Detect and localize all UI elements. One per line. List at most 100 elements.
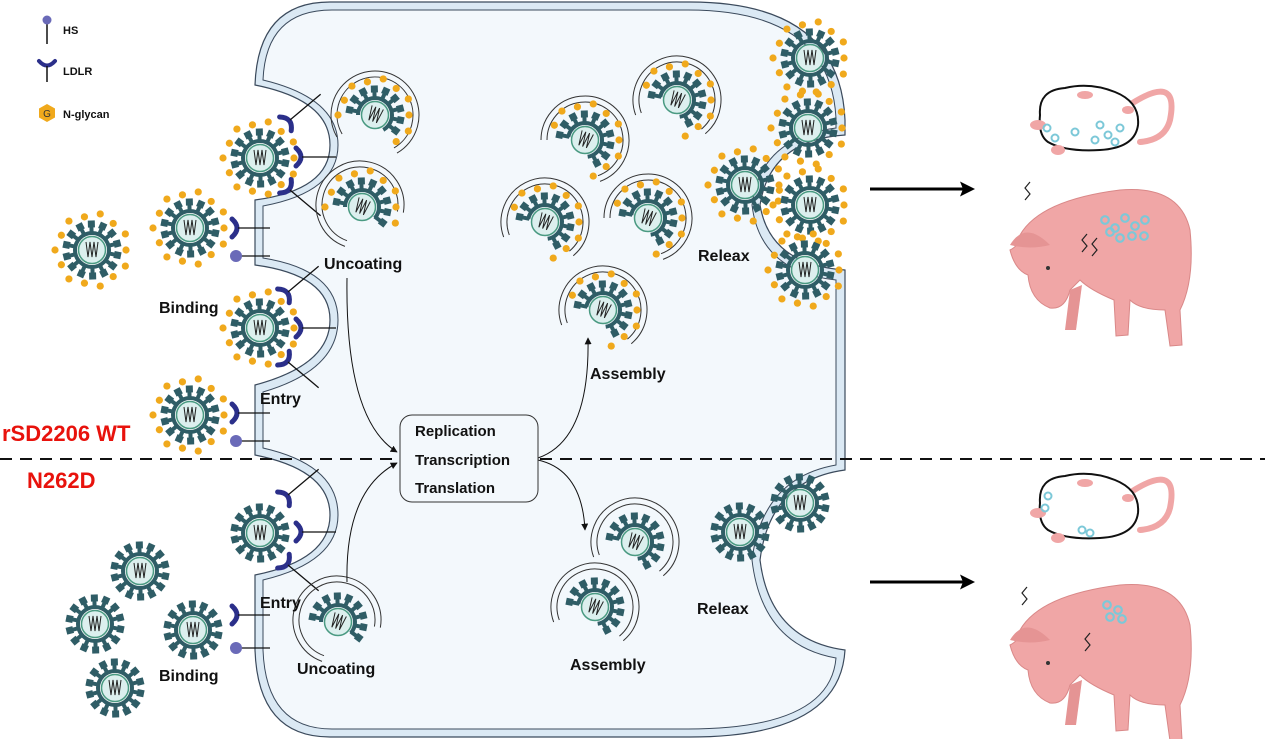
- cell-membrane-inner: [262, 9, 837, 730]
- n-glycan-icon: [51, 246, 59, 254]
- n-glycan-icon: G: [39, 104, 55, 122]
- endosome-wt-2: [315, 160, 405, 247]
- n-glycan-icon: [391, 219, 399, 227]
- n-glycan-icon: [632, 322, 640, 330]
- n-glycan-icon: [248, 291, 257, 299]
- n-glycan-icon: [793, 233, 802, 241]
- legend-label-n-glycan: N-glycan: [63, 109, 110, 121]
- lesion-icon: [1102, 600, 1112, 610]
- n-glycan-icon: [194, 260, 202, 268]
- n-glycan-icon: [783, 83, 791, 91]
- n-glycan-icon: [404, 127, 412, 135]
- n-glycan-icon: [809, 230, 817, 238]
- n-glycan-icon: [340, 96, 348, 104]
- n-glycan-icon: [533, 185, 542, 193]
- n-glycan-icon: [220, 224, 228, 232]
- n-glycan-icon: [155, 426, 163, 434]
- n-glycan-icon: [835, 266, 843, 274]
- n-glycan-icon: [614, 152, 622, 160]
- stage-uncoating-wt: Uncoating: [324, 256, 402, 273]
- n-glycan-icon: [774, 197, 782, 205]
- lesion-icon: [1070, 127, 1080, 137]
- n-glycan-icon: [289, 340, 297, 348]
- n-glycan-icon: [549, 182, 557, 190]
- n-glycan-icon: [568, 291, 576, 299]
- n-glycan-icon: [573, 103, 582, 111]
- n-glycan-icon: [770, 281, 778, 289]
- n-glycan-icon: [225, 169, 233, 177]
- lesion-icon: [1140, 215, 1150, 225]
- lesion-icon: [1103, 130, 1113, 140]
- arrow-uncoating-to-box-mutant: [346, 462, 398, 583]
- n-glycan-icon: [775, 216, 783, 224]
- lesion-icon: [1113, 605, 1123, 615]
- virion-mutant-assembly-2: [565, 577, 625, 635]
- n-glycan-icon: [65, 217, 73, 225]
- n-glycan-icon: [518, 189, 526, 197]
- n-glycan-icon: [348, 82, 356, 90]
- n-glycan-icon: [837, 108, 845, 116]
- n-glycan-icon: [793, 299, 802, 307]
- virion-wt-released-3: [704, 145, 783, 225]
- ldlr-mutant-entry-1: [275, 468, 320, 509]
- condition-label-mutant: N262D: [27, 468, 95, 493]
- n-glycan-icon: [350, 170, 359, 178]
- n-glycan-icon: [825, 97, 833, 106]
- n-glycan-icon: [773, 139, 781, 147]
- n-glycan-icon: [827, 80, 835, 89]
- arrow-box-to-assembly-wt: [537, 337, 592, 459]
- stage-assembly-mutant: Assembly: [570, 657, 646, 674]
- arrow-uncoating-to-box-wt: [346, 277, 398, 453]
- n-glycan-icon: [591, 273, 600, 281]
- n-glycan-icon: [718, 210, 726, 218]
- virion-wt-uncoating-2: [321, 167, 400, 228]
- n-glycan-icon: [704, 181, 712, 189]
- n-glycan-icon: [334, 111, 342, 119]
- n-glycan-icon: [289, 308, 297, 316]
- virion-mutant-free-3: [85, 658, 145, 718]
- n-glycan-icon: [163, 440, 171, 448]
- n-glycan-icon: [602, 162, 610, 171]
- n-glycan-icon: [607, 342, 615, 350]
- ldlr-receptor-icon: [37, 59, 57, 82]
- n-glycan-icon: [392, 84, 400, 93]
- lesion-icon: [1090, 135, 1100, 145]
- n-glycan-icon: [277, 180, 285, 189]
- n-glycan-icon: [665, 240, 673, 249]
- ldlr-wt-binding: [229, 216, 270, 240]
- symptom-squiggle-icon: [1091, 237, 1098, 257]
- n-glycan-icon: [574, 202, 582, 210]
- n-glycan-icon: [620, 279, 628, 288]
- n-glycan-icon: [837, 140, 845, 148]
- n-glycan-icon: [574, 234, 582, 242]
- n-glycan-icon: [632, 290, 640, 298]
- virion-wt-released-2: [767, 88, 846, 168]
- n-glycan-icon: [264, 118, 272, 126]
- receptors: [229, 93, 336, 654]
- n-glycan-icon: [392, 137, 400, 146]
- n-glycan-icon: [219, 154, 227, 162]
- n-glycan-icon: [207, 250, 215, 259]
- flow-arrows: [346, 277, 592, 583]
- n-glycan-icon: [405, 111, 413, 119]
- arrow-box-to-assembly-mutant: [537, 459, 589, 531]
- stage-release-wt: Releax: [698, 248, 750, 265]
- ldlr-wt-entry-4: [275, 265, 320, 306]
- n-glycan-icon: [289, 170, 297, 178]
- n-glycan-icon: [248, 357, 257, 365]
- n-glycan-icon: [749, 217, 757, 225]
- endosome-mutant: [292, 575, 382, 662]
- n-glycan-icon: [178, 378, 187, 386]
- n-glycan-icon: [770, 251, 778, 259]
- n-glycan-icon: [796, 91, 805, 99]
- n-glycan-icon: [96, 282, 104, 290]
- n-glycan-icon: [121, 230, 129, 238]
- n-glycan-icon: [149, 224, 157, 232]
- n-glycan-icon: [733, 148, 742, 156]
- n-glycan-icon: [589, 172, 597, 180]
- hs-wt-binding-low: [230, 435, 270, 447]
- ldlr-mutant-entry-2: [293, 520, 336, 544]
- ldlr-wt-binding-low: [229, 401, 270, 425]
- lesion-icon: [1085, 528, 1095, 538]
